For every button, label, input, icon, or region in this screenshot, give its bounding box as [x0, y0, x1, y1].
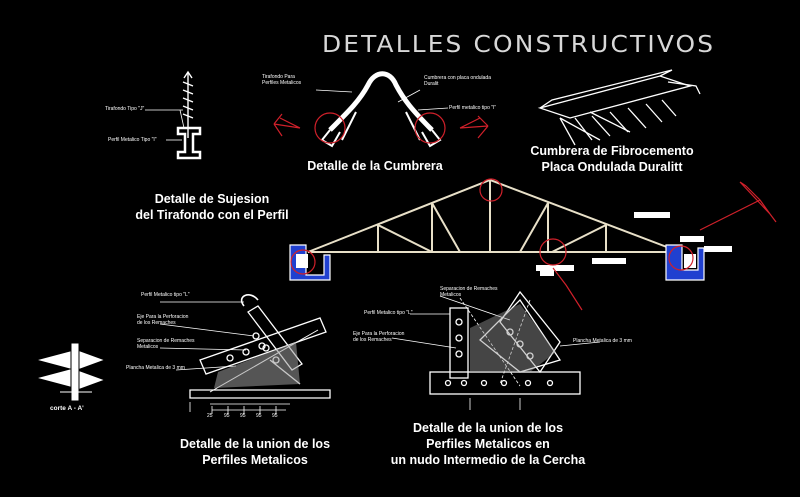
- fibro-caption-line1: Cumbrera de Fibrocemento: [530, 144, 694, 158]
- cumbrera-detail: [315, 71, 449, 148]
- union-right-detail: [391, 290, 601, 410]
- union-left-fill: [214, 342, 300, 388]
- sujecion-caption-line1: Detalle de Sujesion: [154, 192, 270, 206]
- sep-right-line2: Metalicos: [440, 292, 462, 298]
- plancha-right-label: Plancha Metalica de 3 mm: [573, 338, 632, 344]
- sujecion-detail: [145, 70, 202, 160]
- union-right-line1: Detalle de la union de los: [412, 421, 564, 435]
- eje-left-line2: de los Remaches: [137, 320, 176, 326]
- dim-5: 95: [272, 413, 278, 419]
- eje-right-label: Eje Para la Perforacion de los Remaches: [353, 331, 404, 343]
- sep-left-line1: Separacion de Remaches: [137, 338, 195, 344]
- perfil-i-2-label: Perfil metalico tipo "I": [449, 105, 497, 111]
- sep-left-line2: Metalicos: [137, 344, 159, 350]
- sujecion-caption: Detalle de Sujesion del Tirafondo con el…: [122, 191, 302, 223]
- sep-left-label: Separacion de Remaches Metalicos: [137, 338, 195, 350]
- perfil-i-label: Perfil Metalico Tipo "I": [108, 137, 157, 143]
- eje-left-line1: Eje Para la Perforacion: [137, 314, 189, 320]
- plancha-left-label: Plancha Metalica de 3 mm: [126, 365, 185, 371]
- corte-detail: [38, 343, 104, 401]
- union-right-line2: Perfiles Metalicos en: [426, 437, 550, 451]
- eje-left-label: Eje Para la Perforacion de los Remaches: [137, 314, 188, 326]
- fibro-caption-line2: Placa Ondulada Duralitt: [541, 160, 683, 174]
- cumbrera-placa-label: Cumbrera con placa ondulada Duralit: [424, 75, 491, 87]
- dim-4: 95: [256, 413, 262, 419]
- truss-callouts: [536, 212, 732, 276]
- truss-red-marks: [290, 178, 777, 311]
- truss-supports: [289, 244, 705, 281]
- cumbrera-placa-line2: Duralit: [424, 81, 439, 87]
- cumbrera-red-marks: [273, 112, 489, 144]
- perfil-l-right-label: Perfil Metalico tipo "L": [364, 310, 413, 316]
- page-title: DETALLES CONSTRUCTIVOS: [322, 32, 716, 58]
- dim-1: 25: [207, 413, 213, 419]
- dimension-ticks: [211, 406, 286, 414]
- union-right-caption: Detalle de la union de los Perfiles Meta…: [378, 420, 598, 468]
- union-right-fill: [470, 304, 556, 372]
- union-left-line1: Detalle de la union de los: [179, 437, 331, 451]
- union-left-detail: [159, 294, 331, 412]
- cumbrera-placa-line1: Cumbrera con placa ondulada: [424, 75, 491, 81]
- dim-2: 95: [224, 413, 230, 419]
- sep-right-line1: Separacion de Remaches: [440, 286, 498, 292]
- cumbrera-caption: Detalle de la Cumbrera: [307, 159, 443, 173]
- perfil-l-left-label: Perfil Metalico tipo "L": [141, 292, 190, 298]
- truss: [307, 178, 681, 253]
- tirafondo-para-line1: Tirafondo Para: [262, 74, 295, 80]
- eje-right-line1: Eje Para la Perforacion: [353, 331, 405, 337]
- union-left-caption: Detalle de la union de los Perfiles Meta…: [160, 436, 350, 468]
- corte-caption: corte A - A': [50, 405, 84, 412]
- union-left-line2: Perfiles Metalicos: [202, 453, 308, 467]
- sep-right-label: Separacion de Remaches Metalicos: [440, 286, 498, 298]
- tirafondo-label: Tirafondo Tipo "J": [105, 106, 145, 112]
- union-right-line3: un nudo Intermedio de la Cercha: [390, 453, 586, 467]
- fibrocemento-detail: [537, 69, 701, 146]
- tirafondo-para-line2: Perfiles Metalicos: [262, 80, 302, 86]
- eje-right-line2: de los Remaches: [353, 337, 392, 343]
- dim-3: 95: [240, 413, 246, 419]
- tirafondo-para-label: Tirafondo Para Perfiles Metalicos: [262, 74, 301, 86]
- fibrocemento-caption: Cumbrera de Fibrocemento Placa Ondulada …: [520, 143, 704, 175]
- sujecion-caption-line2: del Tirafondo con el Perfil: [135, 208, 289, 222]
